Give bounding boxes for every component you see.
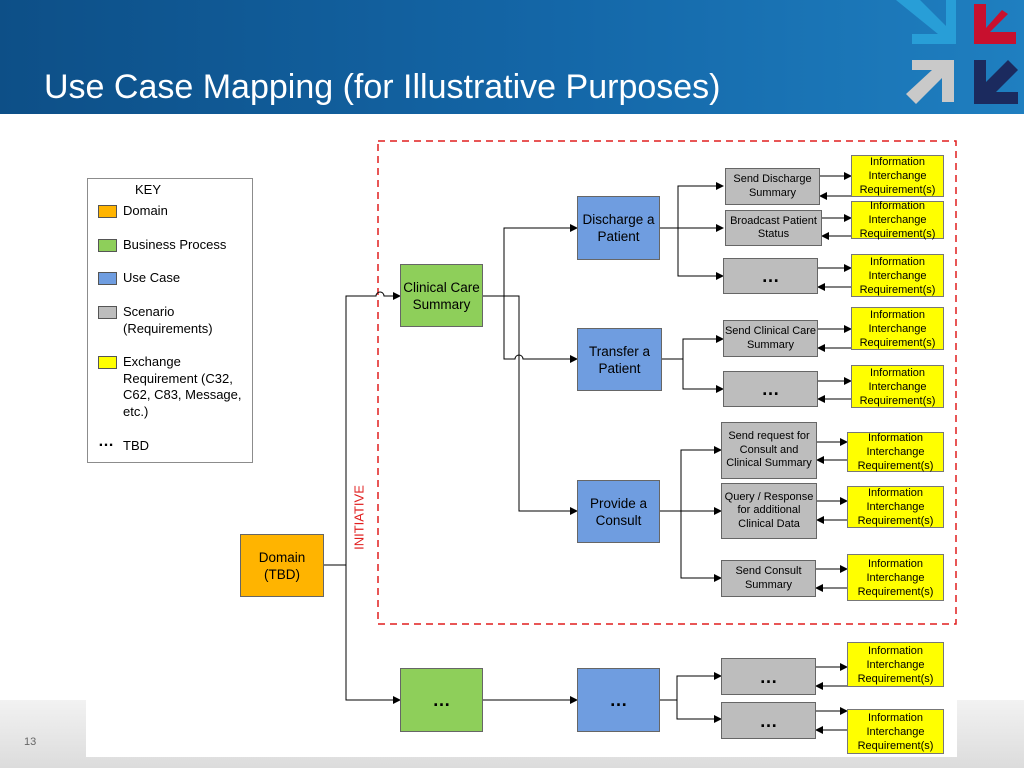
scenario-label: Send Clinical Care Summary — [724, 325, 817, 351]
connector — [660, 446, 722, 512]
scenario-label: Query / Response for additional Clinical… — [724, 490, 814, 530]
legend: KEY Domain Business Process Use Case Sce… — [87, 178, 253, 463]
exchange-requirement-label: Information Interchange Requirement(s) — [859, 156, 936, 196]
legend-label: Domain — [123, 203, 168, 218]
header-bar — [0, 0, 1024, 114]
business-process-clinical-care-summary: Clinical Care Summary — [400, 264, 483, 327]
scenario-box: Send Consult Summary — [721, 560, 816, 597]
connector — [345, 565, 401, 704]
scenario-label: … — [761, 266, 780, 286]
scenario-box: … — [721, 702, 816, 739]
exchange-requirement-label: Information Interchange Requirement(s) — [857, 557, 934, 598]
scenario-label: Send Discharge Summary — [733, 173, 812, 199]
scenario-box: Send request for Consult and Clinical Su… — [721, 422, 817, 479]
exchange-requirement-label: Information Interchange Requirement(s) — [859, 366, 936, 407]
scenario-label: Send request for Consult and Clinical Su… — [726, 430, 812, 470]
legend-title: KEY — [134, 182, 161, 197]
use-case-transfer: Transfer a Patient — [577, 328, 662, 391]
exchange-requirement-label: Information Interchange Requirement(s) — [859, 200, 936, 240]
scenario-box: … — [721, 658, 816, 695]
use-case-label: Discharge a Patient — [582, 212, 655, 244]
exchange-requirement-box: Information Interchange Requirement(s) — [851, 254, 944, 297]
connector — [676, 700, 722, 723]
scenario-label: … — [759, 666, 778, 687]
business-process-label: … — [432, 690, 451, 710]
scenario-box: Send Clinical Care Summary — [723, 320, 818, 357]
domain-box: Domain (TBD) — [240, 534, 324, 597]
legend-swatch-business-process — [98, 239, 117, 252]
logo-arrow-blue — [896, 0, 956, 44]
business-process-label: Clinical Care Summary — [403, 279, 480, 312]
legend-swatch-exchange — [98, 356, 117, 369]
legend-label: Exchange Requirement (C32, C62, C83, Mes… — [123, 354, 242, 419]
domain-label: Domain (TBD) — [258, 549, 306, 582]
connector — [682, 359, 724, 393]
exchange-requirement-box: Information Interchange Requirement(s) — [851, 200, 944, 240]
exchange-requirement-box: Information Interchange Requirement(s) — [847, 554, 944, 601]
scenario-box: … — [723, 371, 818, 407]
exchange-requirement-label: Information Interchange Requirement(s) — [859, 308, 936, 349]
exchange-requirement-box: Information Interchange Requirement(s) — [851, 155, 944, 197]
legend-label: Scenario (Requirements) — [123, 304, 213, 336]
use-case-label: … — [609, 690, 628, 710]
scenario-box: … — [723, 258, 818, 294]
business-process-tbd: … — [400, 668, 483, 732]
exchange-requirement-box: Information Interchange Requirement(s) — [847, 709, 944, 754]
page-number: 13 — [24, 736, 37, 748]
exchange-requirement-label: Information Interchange Requirement(s) — [857, 711, 934, 752]
exchange-requirement-label: Information Interchange Requirement(s) — [857, 487, 934, 527]
legend-swatch-scenario — [98, 306, 117, 319]
initiative-boundary — [377, 140, 957, 625]
exchange-requirement-label: Information Interchange Requirement(s) — [857, 644, 934, 685]
scenario-label: Broadcast Patient Status — [730, 214, 817, 241]
exchange-requirement-box: Information Interchange Requirement(s) — [851, 365, 944, 408]
legend-swatch-domain — [98, 205, 117, 218]
legend-symbol-tbd: … — [98, 433, 114, 450]
scenario-box: Broadcast Patient Status — [725, 210, 822, 246]
scenario-label: … — [759, 710, 778, 731]
scenario-box: Send Discharge Summary — [725, 168, 820, 205]
logo-arrow-grey — [906, 60, 954, 104]
scenario-label: … — [761, 379, 780, 399]
exchange-requirement-box: Information Interchange Requirement(s) — [847, 432, 944, 472]
exchange-requirement-box: Information Interchange Requirement(s) — [847, 642, 944, 687]
connector — [677, 228, 724, 280]
legend-label: Business Process — [123, 237, 227, 252]
exchange-requirement-label: Information Interchange Requirement(s) — [859, 255, 936, 296]
exchange-requirement-box: Information Interchange Requirement(s) — [851, 307, 944, 350]
use-case-tbd: … — [577, 668, 660, 732]
connector — [680, 511, 722, 582]
logo-arrow-navy — [974, 60, 1018, 104]
initiative-text: INITIATIVE — [351, 485, 367, 550]
use-case-label: Provide a Consult — [589, 495, 648, 528]
connector — [483, 224, 578, 297]
logo-arrow-red — [974, 4, 1016, 44]
connector — [662, 335, 724, 360]
logo — [896, 0, 1018, 104]
use-case-discharge: Discharge a Patient — [577, 196, 660, 260]
exchange-requirement-box: Information Interchange Requirement(s) — [847, 486, 944, 528]
connector — [483, 295, 578, 515]
connector — [660, 182, 724, 229]
use-case-label: Transfer a Patient — [588, 343, 651, 376]
initiative-label: INITIATIVE — [347, 475, 371, 565]
exchange-requirement-label: Information Interchange Requirement(s) — [857, 432, 934, 472]
use-case-consult: Provide a Consult — [577, 480, 660, 543]
legend-swatch-use-case — [98, 272, 117, 285]
legend-label: TBD — [123, 438, 149, 453]
scenario-label: Send Consult Summary — [735, 565, 802, 591]
connector — [324, 291, 401, 566]
slide-title: Use Case Mapping (for Illustrative Purpo… — [44, 68, 721, 106]
scenario-box: Query / Response for additional Clinical… — [721, 483, 817, 539]
connector — [503, 296, 578, 363]
connector — [660, 672, 722, 701]
legend-label: Use Case — [123, 270, 181, 285]
